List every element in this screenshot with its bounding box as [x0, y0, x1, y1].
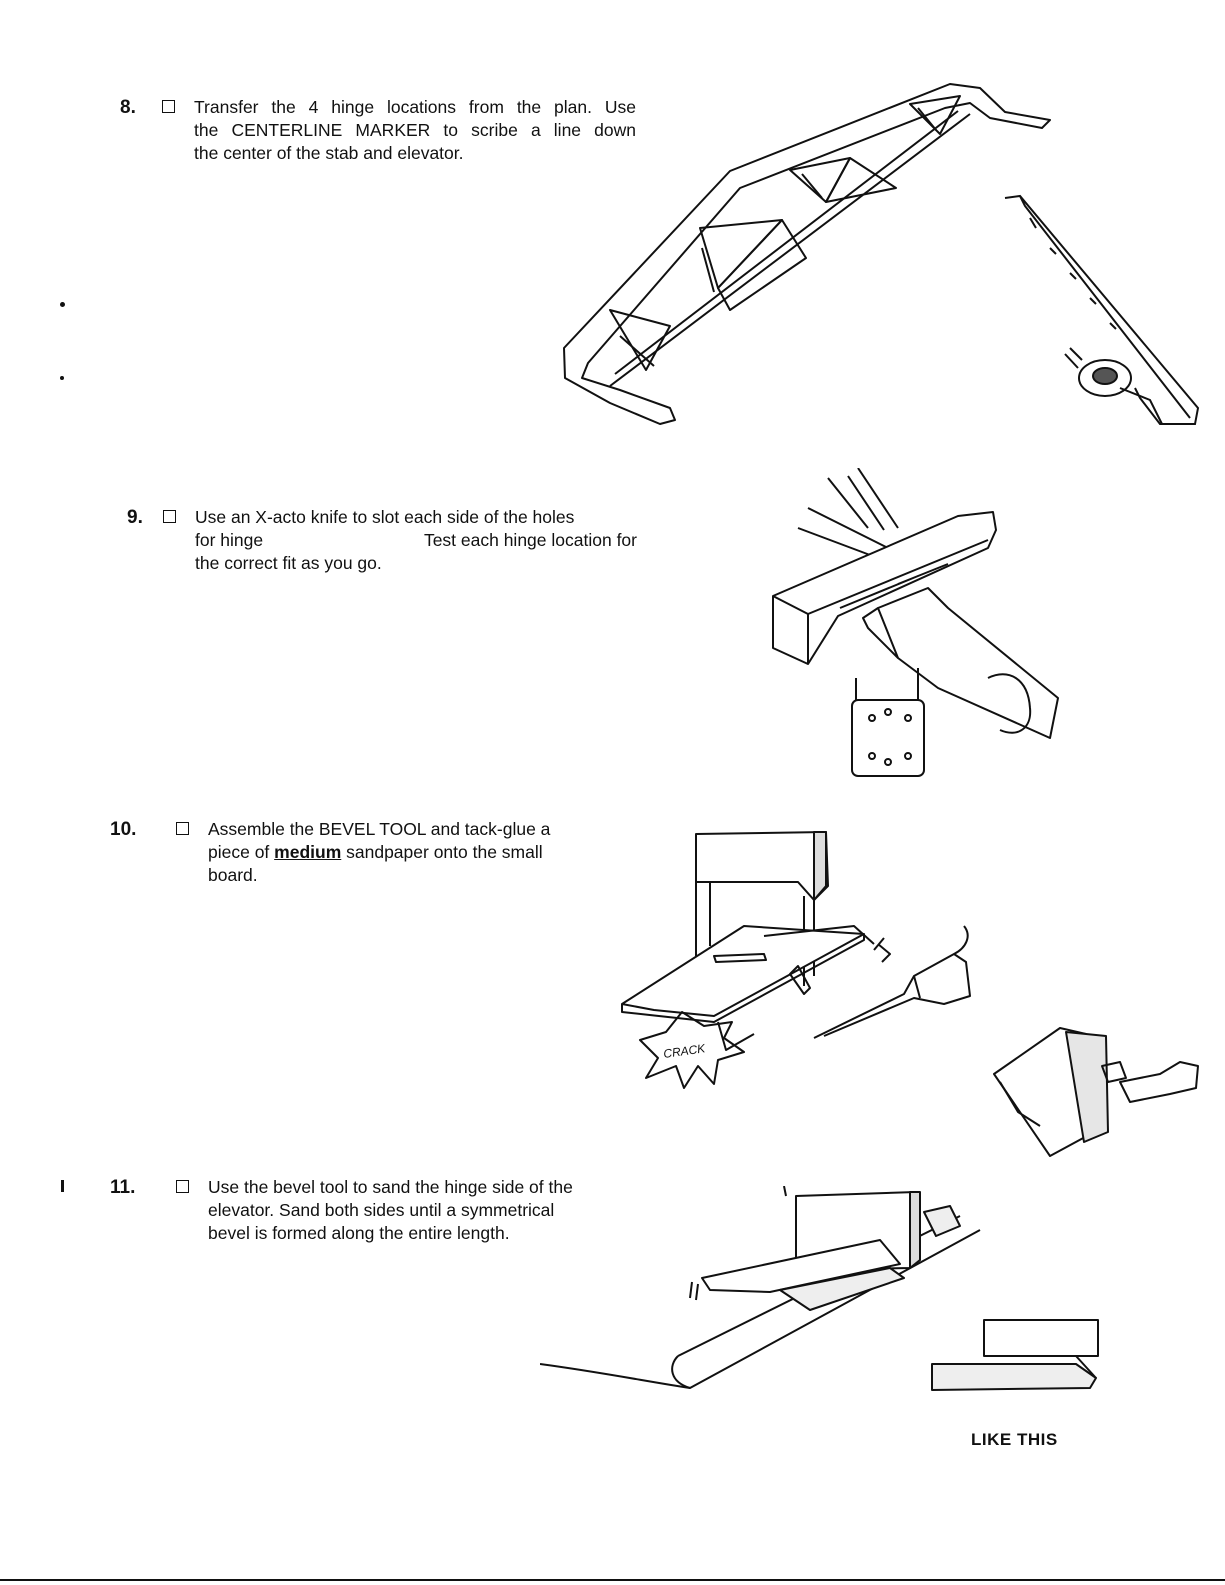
finished-bevel-illustration	[931, 1319, 1099, 1391]
step-text-part: sandpaper onto the small	[341, 842, 543, 862]
step-checkbox[interactable]	[176, 822, 189, 835]
margin-mark	[60, 376, 64, 380]
step-line: Use the bevel tool to sand the hinge sid…	[208, 1177, 573, 1197]
margin-mark	[61, 1180, 64, 1192]
margin-mark	[60, 302, 65, 307]
step-number: 11.	[110, 1177, 136, 1198]
step-checkbox[interactable]	[163, 510, 176, 523]
step-text-part: Test each hinge location for	[423, 530, 637, 550]
step-line: Transfer the 4 hinge locations from the …	[194, 97, 636, 117]
step-number: 10.	[110, 819, 137, 840]
step-line: bevel is formed along the entire length.	[208, 1223, 510, 1243]
step-line: elevator. Sand both sides until a symmet…	[208, 1200, 555, 1220]
step-text: Transfer the 4 hinge locations from the …	[194, 96, 636, 165]
bottom-rule	[0, 1579, 1225, 1581]
like-this-caption: LIKE THIS	[971, 1430, 1058, 1449]
step-line: piece of medium sandpaper onto the small	[208, 841, 608, 864]
hinge-slot-illustration	[772, 468, 1059, 777]
step-text-part: piece of	[208, 842, 275, 862]
step-line: the CENTERLINE MARKER to scribe a line d…	[194, 120, 636, 140]
step-line: for hinge Test each hinge location for	[195, 529, 637, 552]
glue-detail-illustration	[993, 1027, 1199, 1157]
step-checkbox[interactable]	[176, 1180, 189, 1193]
step-number: 8.	[120, 97, 136, 118]
bevel-sanding-illustration	[540, 1186, 981, 1389]
bevel-tool-illustration: CRACK	[621, 831, 971, 1089]
step-line: Assemble the BEVEL TOOL and tack-glue a	[208, 819, 551, 839]
step-text: Assemble the BEVEL TOOL and tack-glue a …	[208, 818, 608, 887]
step-text-part: for hinge	[195, 530, 264, 550]
crack-label: CRACK	[662, 1041, 707, 1061]
step-checkbox[interactable]	[162, 100, 175, 113]
step-line: the center of the stab and elevator.	[194, 143, 464, 163]
step-text: Use an X-acto knife to slot each side of…	[195, 506, 637, 575]
emphasis-text: medium	[274, 842, 342, 862]
stab-frame-illustration	[563, 83, 1200, 425]
step-line: board.	[208, 865, 258, 885]
step-number: 9.	[127, 507, 143, 528]
step-line: the correct fit as you go.	[195, 553, 382, 573]
step-line: Use an X-acto knife to slot each side of…	[195, 507, 575, 527]
step-text: Use the bevel tool to sand the hinge sid…	[208, 1176, 638, 1245]
